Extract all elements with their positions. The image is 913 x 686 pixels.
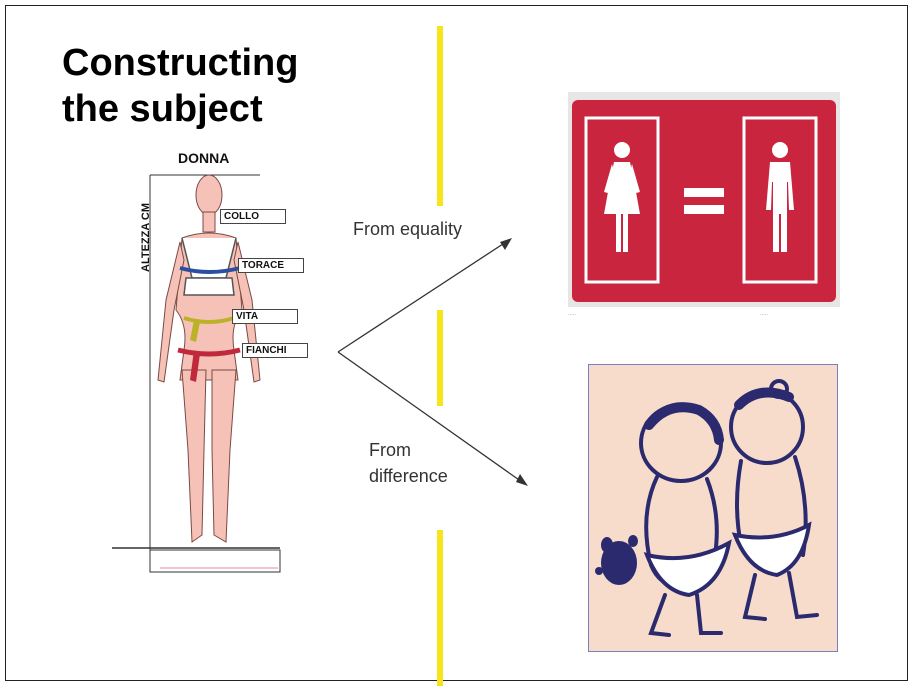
title-line-1: Constructing xyxy=(62,42,299,84)
sign-caption-left: ····· xyxy=(568,312,577,318)
tag-collo: COLLO xyxy=(220,209,286,224)
figure-title: DONNA xyxy=(178,150,230,166)
body-measurement-figure xyxy=(112,174,281,573)
equality-sign-image xyxy=(568,92,840,307)
tag-vita: VITA xyxy=(232,309,298,324)
equality-sign-graphic xyxy=(572,100,836,302)
label-from-difference-line1: From xyxy=(369,440,411,460)
label-from-difference: From difference xyxy=(369,437,448,489)
divider-segment-middle xyxy=(437,310,443,406)
man-icon xyxy=(766,142,794,252)
sign-caption-right: ····· xyxy=(760,312,769,318)
diverging-arrows xyxy=(337,238,528,486)
label-from-equality: From equality xyxy=(353,219,463,239)
divider-segment-bottom xyxy=(437,530,443,686)
babies-illustration xyxy=(588,364,838,652)
slide-title: Constructing the subject xyxy=(62,40,298,132)
height-axis-label: ALTEZZA CM xyxy=(140,202,152,272)
tag-fianchi: FIANCHI xyxy=(242,343,308,358)
divider-segment-top xyxy=(437,26,443,206)
babies-graphic xyxy=(595,379,819,637)
woman-icon xyxy=(604,142,640,252)
title-line-2: the subject xyxy=(62,88,263,130)
tag-torace: TORACE xyxy=(238,258,304,273)
slide-border xyxy=(5,5,908,681)
label-from-difference-line2: difference xyxy=(369,466,448,486)
